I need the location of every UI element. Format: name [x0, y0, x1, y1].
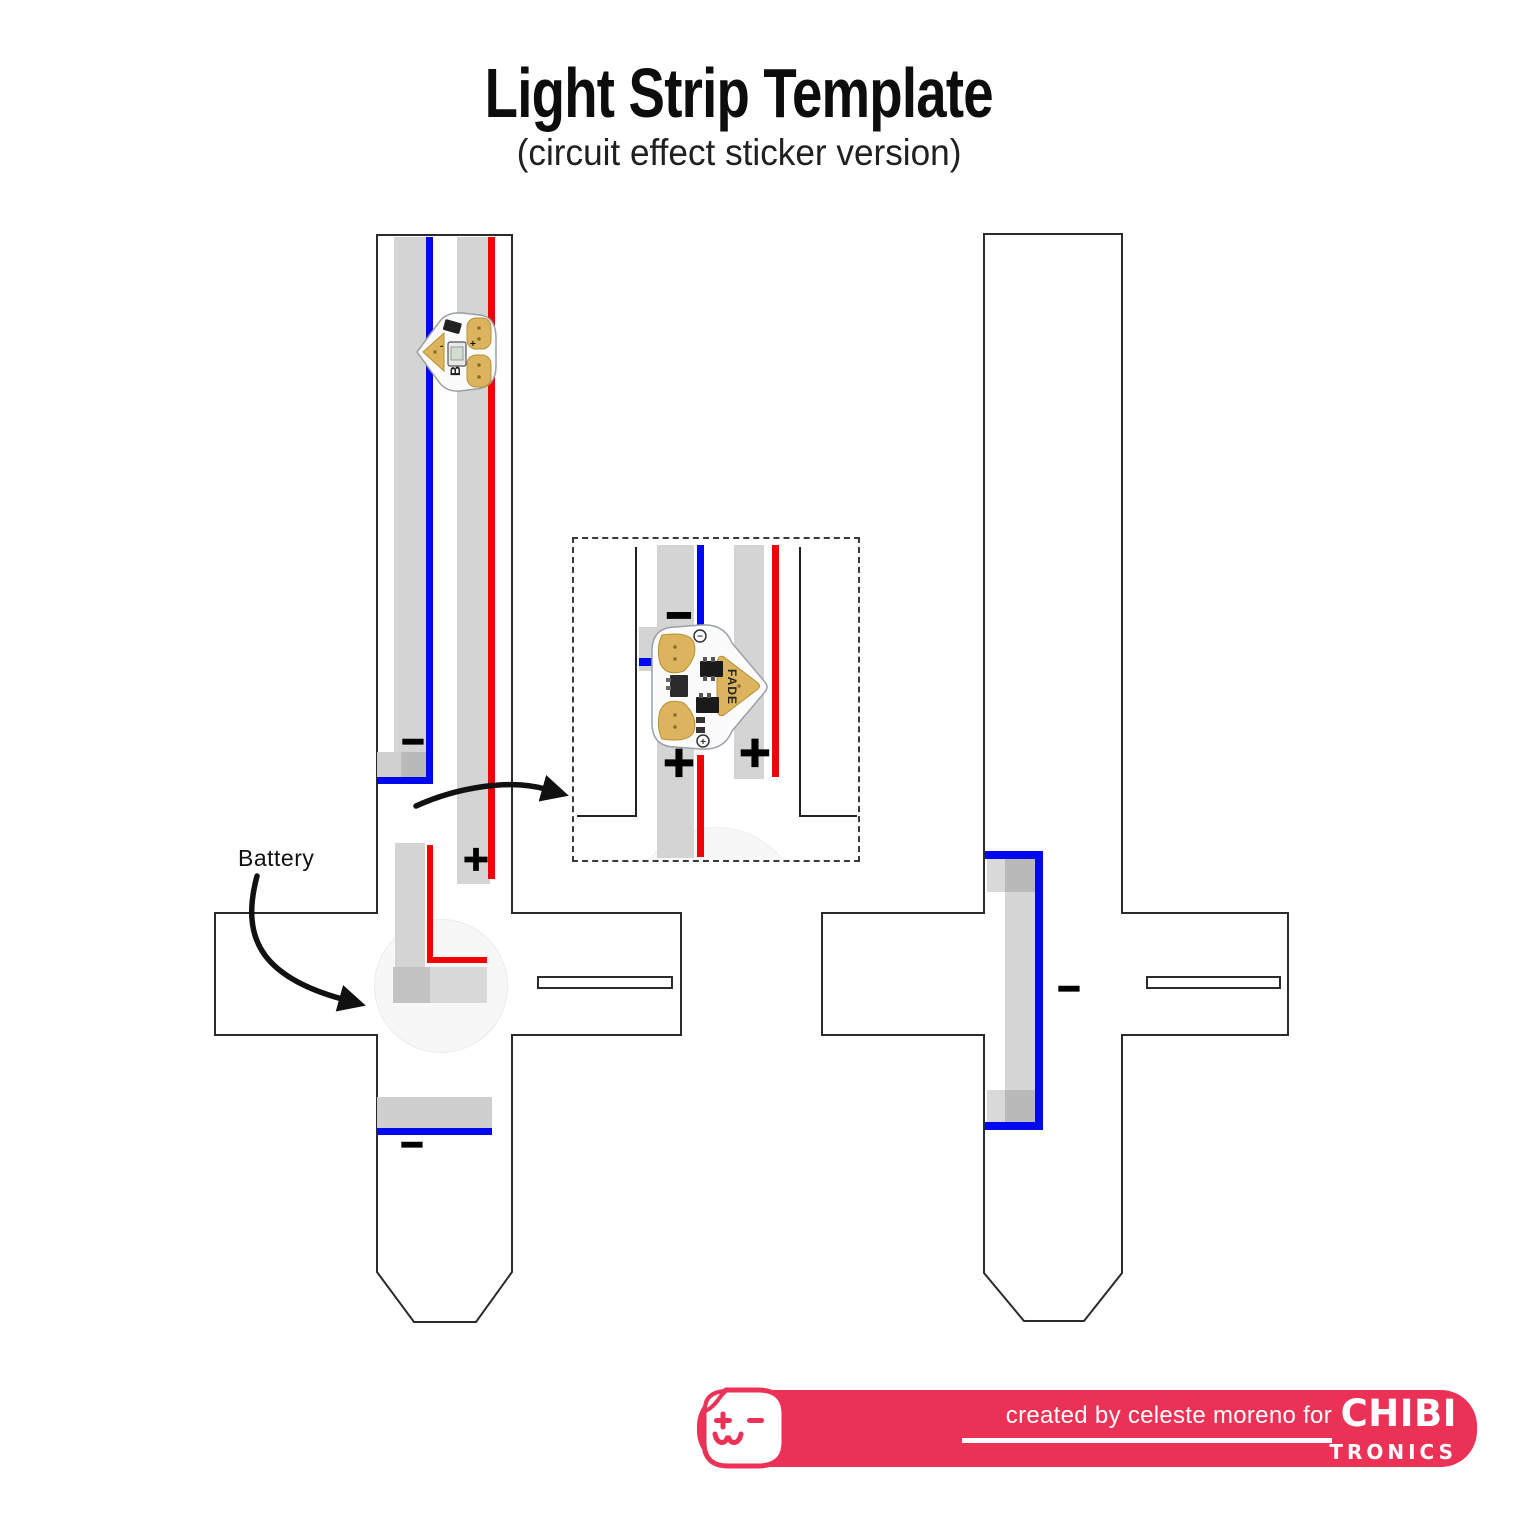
circled-plus-glyph: + — [700, 737, 706, 748]
logo-minus-eye — [747, 1418, 764, 1423]
negative-trace-segment — [1035, 851, 1043, 1130]
template-cut-edge — [577, 815, 637, 817]
page-subtitle: (circuit effect sticker version) — [516, 132, 962, 173]
led-plus-mark: + — [470, 339, 476, 350]
brand-underline — [962, 1438, 1332, 1443]
plus-mark: + — [461, 839, 491, 879]
ic-component — [670, 675, 688, 697]
template-cut-edge — [799, 815, 857, 817]
right-template-slot — [1146, 976, 1281, 989]
copper-tape-patch — [987, 859, 1005, 892]
copper-tape-strip — [394, 237, 430, 752]
positive-trace-segment — [772, 545, 779, 777]
gold-pad — [657, 633, 696, 674]
positive-trace-segment — [427, 957, 487, 963]
template-cut-edge — [799, 547, 801, 817]
copper-tape-strip — [1005, 892, 1037, 1090]
smd-component — [696, 717, 705, 723]
fade-sticker-label: FADE — [725, 669, 739, 705]
left-template-slot — [537, 976, 673, 989]
right-template-outline — [821, 233, 1289, 1322]
header: Light Strip Template (circuit effect sti… — [0, 58, 1478, 175]
minus-mark: − — [398, 1127, 426, 1162]
minus-mark: − — [1055, 971, 1083, 1006]
brand-name-bottom: TRONICS — [1329, 1440, 1457, 1464]
copper-tape-patch — [987, 1090, 1005, 1122]
logo-folded-corner — [702, 1389, 726, 1413]
battery-label: Battery — [238, 845, 315, 871]
circled-plus — [696, 734, 710, 748]
credit-text: created by celeste moreno for — [1005, 1402, 1332, 1429]
negative-trace-segment — [377, 1128, 492, 1135]
negative-trace-segment — [426, 237, 433, 784]
footer-banner — [697, 1390, 1477, 1467]
page-title: Light Strip Template — [484, 54, 994, 132]
gold-pad — [657, 700, 696, 741]
fade-effect-sticker: − + FADE — [651, 624, 768, 750]
negative-trace-segment — [985, 1122, 1043, 1130]
ic-component — [696, 697, 719, 713]
copper-tape-tab — [377, 1097, 492, 1128]
copper-tape-patch — [1005, 1090, 1037, 1122]
negative-trace-segment — [697, 545, 704, 627]
logo-mouth — [712, 1431, 744, 1445]
ic-component — [700, 661, 723, 677]
copper-tape-patch — [430, 967, 487, 1003]
minus-mark: − — [399, 724, 427, 759]
logo-sticker-body — [701, 1387, 787, 1469]
plus-mark: + — [736, 727, 773, 776]
brand-name-top: CHIBI — [1340, 1392, 1457, 1435]
positive-trace-segment — [488, 237, 495, 879]
left-template-outline — [214, 234, 682, 1323]
circled-minus-glyph: − — [697, 632, 703, 643]
negative-trace-segment — [639, 658, 657, 666]
positive-trace-segment — [427, 845, 433, 963]
smd-component — [696, 727, 705, 733]
smd-component — [443, 319, 462, 334]
copper-tape-patch — [1005, 859, 1037, 892]
inset-zoom-box: − + + − + FADE — [572, 537, 860, 862]
gold-pad — [466, 354, 492, 388]
circled-minus — [693, 629, 707, 643]
battery-ghost-circle — [630, 827, 802, 860]
led-circuit-sticker: + - B — [416, 312, 497, 392]
led-sticker-label: B — [447, 366, 463, 376]
gold-pad — [466, 317, 492, 350]
template-cut-edge — [635, 547, 637, 817]
led-minus-mark: - — [440, 341, 443, 352]
positive-trace-segment — [697, 755, 704, 857]
chibitronics-logo — [701, 1387, 787, 1469]
copper-tape-patch — [393, 967, 430, 1003]
negative-trace-segment — [377, 777, 433, 784]
negative-trace-segment — [985, 851, 1043, 859]
